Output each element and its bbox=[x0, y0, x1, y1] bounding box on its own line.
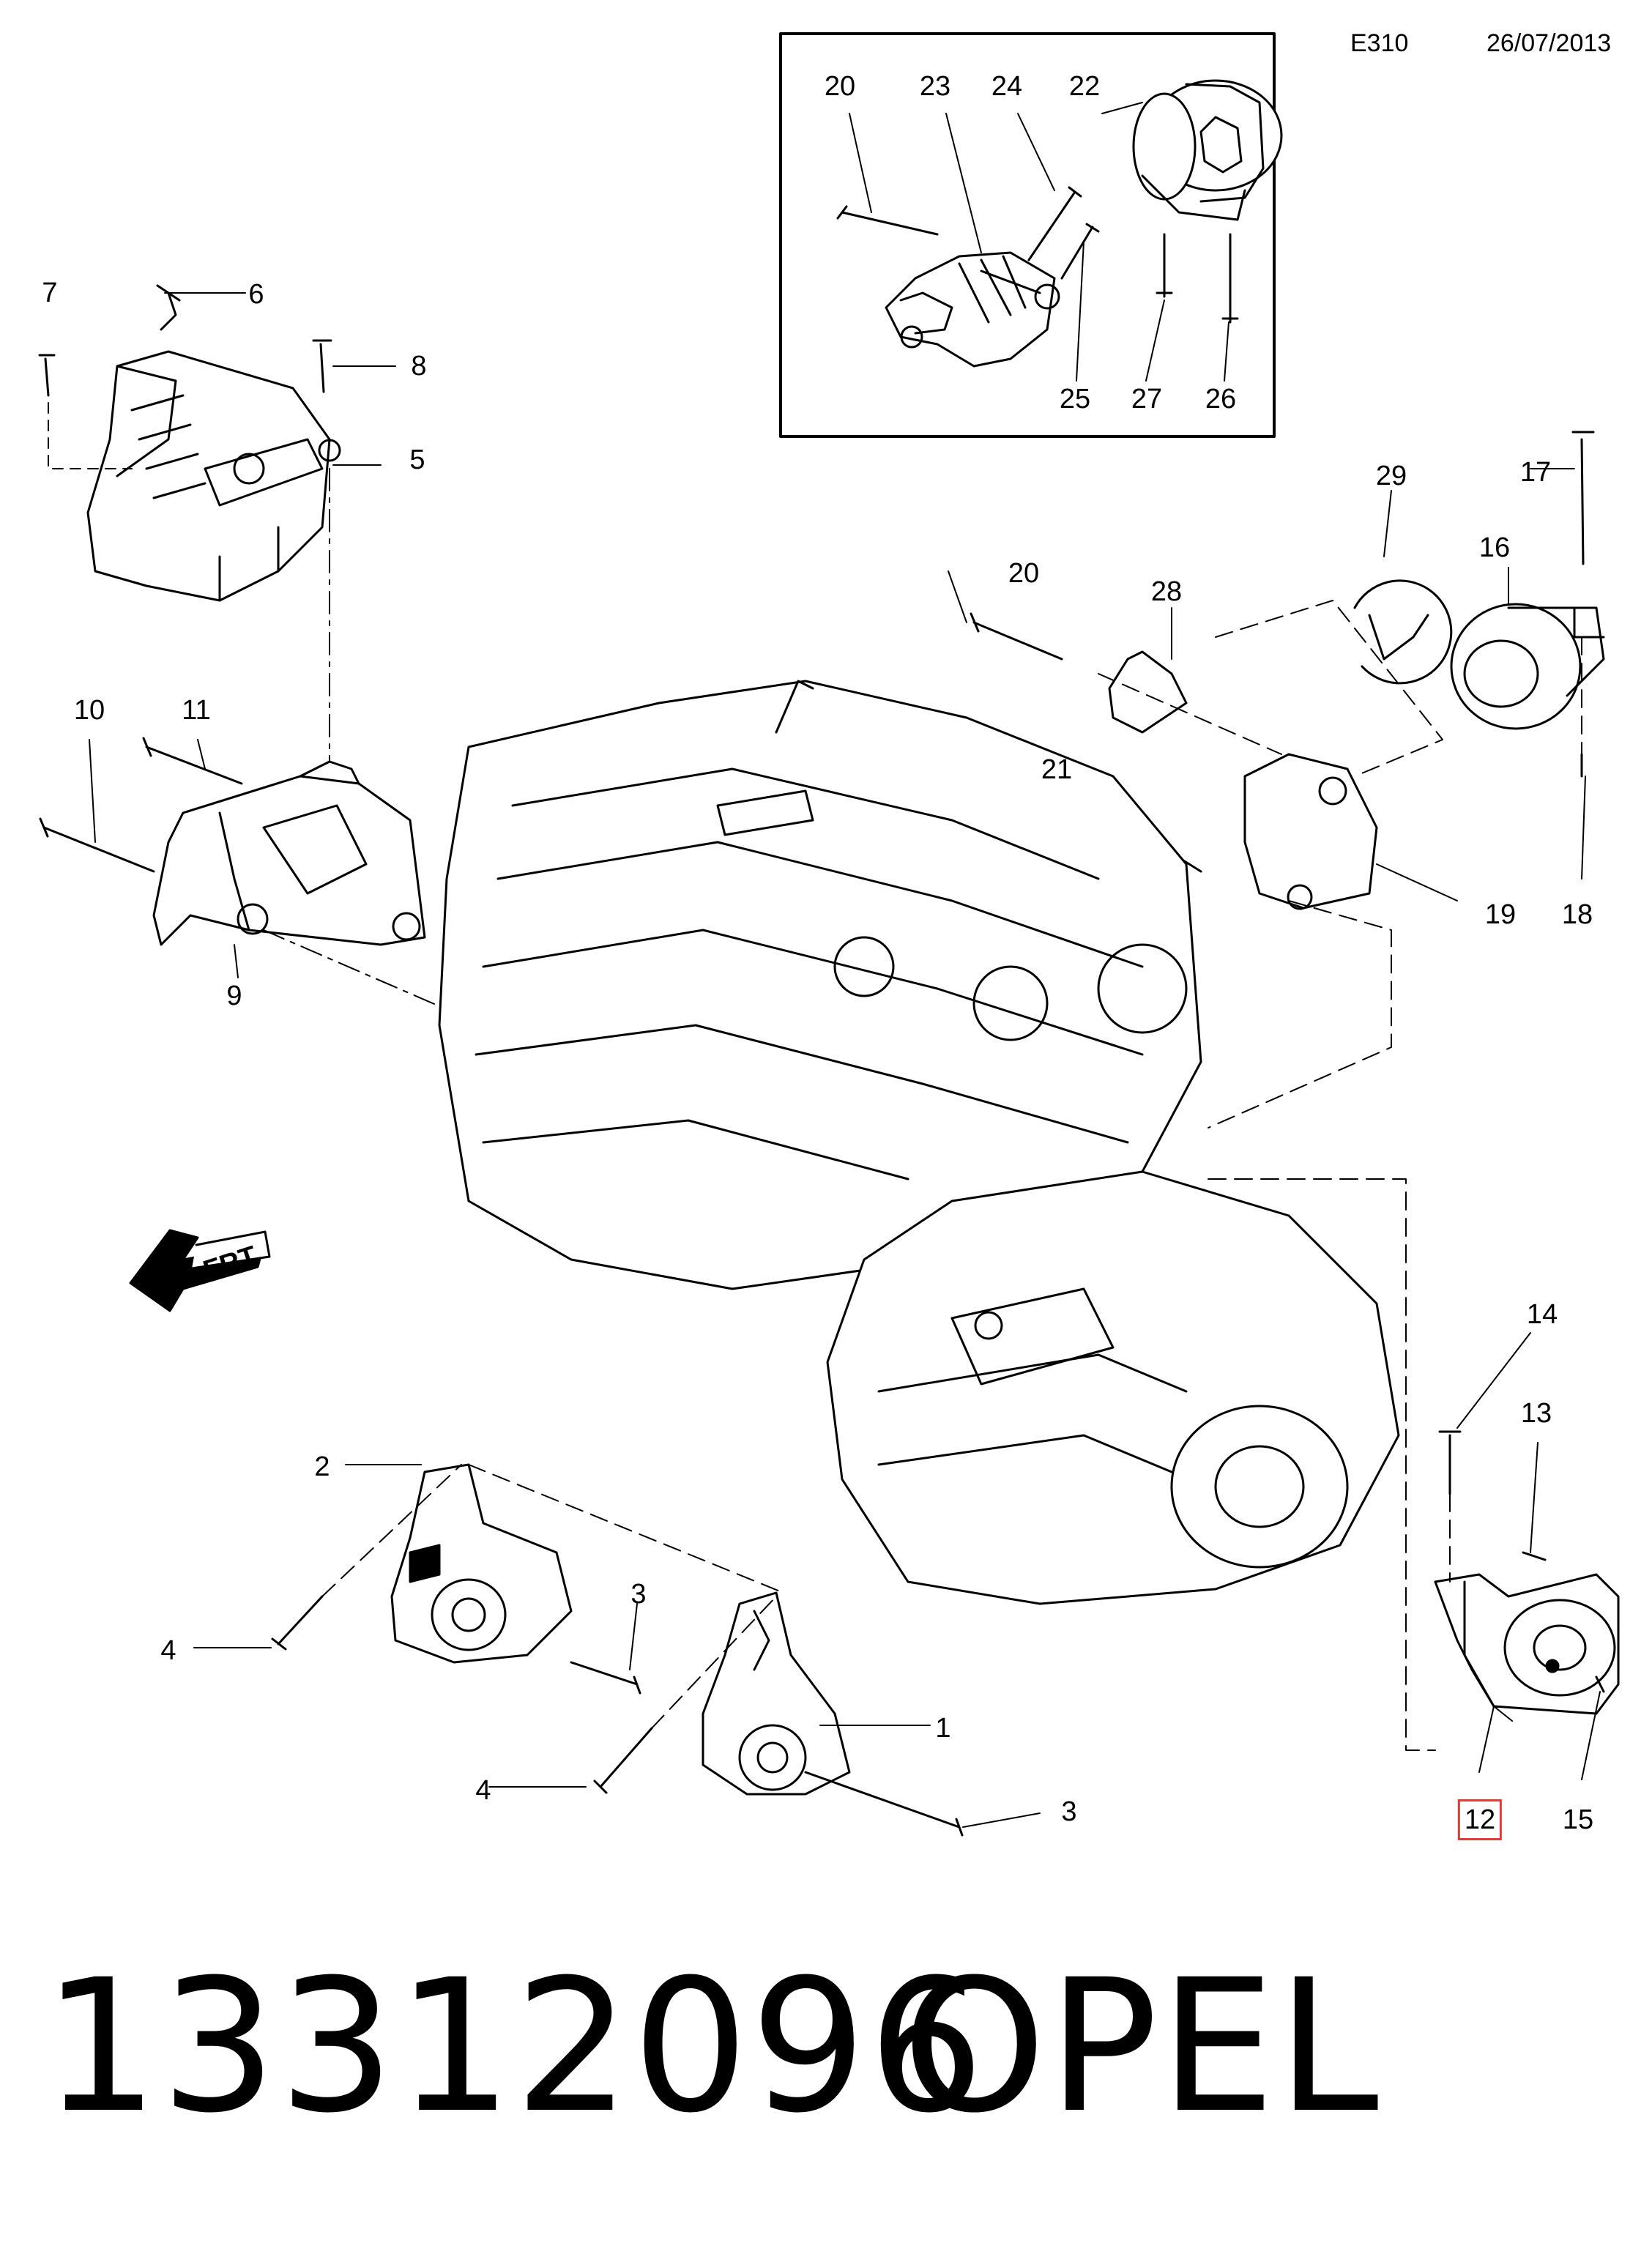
diagram-date: 26/07/2013 bbox=[1487, 29, 1612, 57]
callout-25: 25 bbox=[1059, 384, 1091, 414]
callout-3-lower: 3 bbox=[1061, 1796, 1077, 1827]
callout-4-lower: 4 bbox=[475, 1775, 491, 1806]
inset-mount-bracket bbox=[885, 251, 1060, 368]
upper-left-mount bbox=[86, 350, 341, 602]
left-bracket bbox=[152, 760, 426, 946]
callout-28: 28 bbox=[1150, 576, 1183, 607]
inset-bolts bbox=[836, 186, 1239, 324]
callout-4-left: 4 bbox=[160, 1635, 176, 1666]
engine-block bbox=[438, 680, 1202, 1290]
callout-19: 19 bbox=[1484, 899, 1517, 930]
lower-bolts bbox=[271, 1430, 1605, 1837]
callout-2: 2 bbox=[314, 1451, 330, 1482]
callout-12-highlighted: 12 bbox=[1457, 1799, 1503, 1840]
callout-7: 7 bbox=[42, 278, 58, 308]
mount-5-leaders bbox=[48, 292, 396, 762]
callout-9: 9 bbox=[226, 981, 242, 1011]
callout-13: 13 bbox=[1520, 1398, 1552, 1429]
diagram-code: E310 bbox=[1350, 29, 1409, 57]
callout-27: 27 bbox=[1131, 384, 1163, 414]
inset-frame bbox=[779, 32, 1276, 438]
callout-5: 5 bbox=[409, 445, 425, 475]
callout-26: 26 bbox=[1205, 384, 1237, 414]
transaxle-leader bbox=[1208, 1178, 1436, 1751]
callout-24: 24 bbox=[991, 71, 1023, 102]
callout-1: 1 bbox=[935, 1713, 951, 1744]
part-number: 13312096 bbox=[42, 1940, 986, 2153]
bracket-9-leaders bbox=[89, 739, 484, 1026]
bracket-9-bolts bbox=[39, 737, 243, 873]
callout-3-upper: 3 bbox=[630, 1579, 647, 1610]
lower-mount-12 bbox=[1434, 1573, 1620, 1715]
lower-mount-2 bbox=[390, 1463, 573, 1664]
callout-10: 10 bbox=[73, 695, 105, 726]
transaxle bbox=[826, 1170, 1400, 1605]
callout-20-main: 20 bbox=[1008, 558, 1040, 589]
callout-11: 11 bbox=[182, 695, 211, 726]
callout-21: 21 bbox=[1041, 754, 1073, 785]
callout-17: 17 bbox=[1519, 457, 1552, 488]
callout-18: 18 bbox=[1561, 899, 1593, 930]
callout-20-inset: 20 bbox=[824, 71, 856, 102]
mount-5-bolts bbox=[38, 284, 332, 397]
callout-15: 15 bbox=[1562, 1804, 1594, 1835]
lower-mount-1 bbox=[702, 1591, 851, 1796]
callout-14: 14 bbox=[1526, 1299, 1558, 1330]
bracket-19 bbox=[1243, 753, 1378, 910]
lower-leaders bbox=[193, 1332, 1601, 1828]
callout-29: 29 bbox=[1375, 461, 1407, 491]
brand-name: OPEL bbox=[902, 1940, 1380, 2153]
callout-6: 6 bbox=[248, 279, 264, 310]
front-direction-arrow bbox=[129, 1229, 271, 1312]
inset-mount-cushion bbox=[1132, 79, 1283, 221]
right-upper-mount bbox=[1353, 579, 1605, 730]
callout-22: 22 bbox=[1068, 71, 1101, 102]
callout-23: 23 bbox=[919, 71, 951, 102]
callout-8: 8 bbox=[411, 351, 427, 382]
callout-16: 16 bbox=[1478, 532, 1511, 563]
shield-28 bbox=[1108, 650, 1188, 734]
inset-leader-lines bbox=[849, 102, 1229, 382]
